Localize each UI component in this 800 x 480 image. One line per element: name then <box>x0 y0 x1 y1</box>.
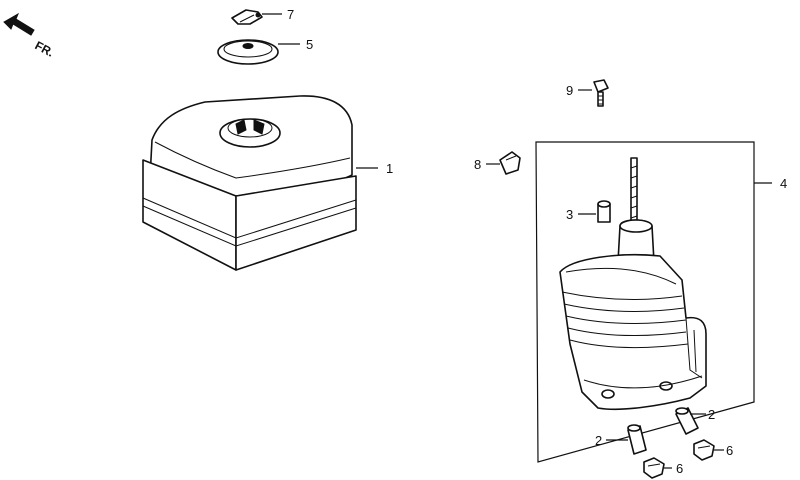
callout-2-left: 2 <box>595 433 602 448</box>
pipe-2-left-part: 2 <box>595 424 647 455</box>
callout-7: 7 <box>287 7 294 22</box>
front-direction-indicator: FR. <box>3 12 57 60</box>
filler-cap-part: 5 <box>217 37 313 65</box>
bolt-9-part: 9 <box>566 79 609 107</box>
front-direction-label: FR. <box>33 38 57 59</box>
callout-6-left: 6 <box>676 461 683 476</box>
callout-6-right: 6 <box>726 443 733 458</box>
muffler-part <box>559 157 707 411</box>
callout-9: 9 <box>566 83 573 98</box>
pipe-3-part: 3 <box>566 200 611 223</box>
callout-1: 1 <box>386 161 393 176</box>
muffler-assembly-bracket: 4 <box>535 141 787 463</box>
fuel-tank-part: 1 <box>142 95 393 271</box>
nut-6-right-part: 6 <box>693 439 733 461</box>
callout-3: 3 <box>566 207 573 222</box>
callout-2-right: 2 <box>708 407 715 422</box>
callout-5: 5 <box>306 37 313 52</box>
cap-clip-part: 7 <box>231 7 294 25</box>
pipe-2-right-part: 2 <box>675 407 715 435</box>
front-arrow-icon <box>3 12 35 36</box>
callout-8: 8 <box>474 157 481 172</box>
nut-6-left-part: 6 <box>643 457 683 479</box>
bolt-8-part: 8 <box>474 151 521 175</box>
callout-4: 4 <box>780 176 787 191</box>
